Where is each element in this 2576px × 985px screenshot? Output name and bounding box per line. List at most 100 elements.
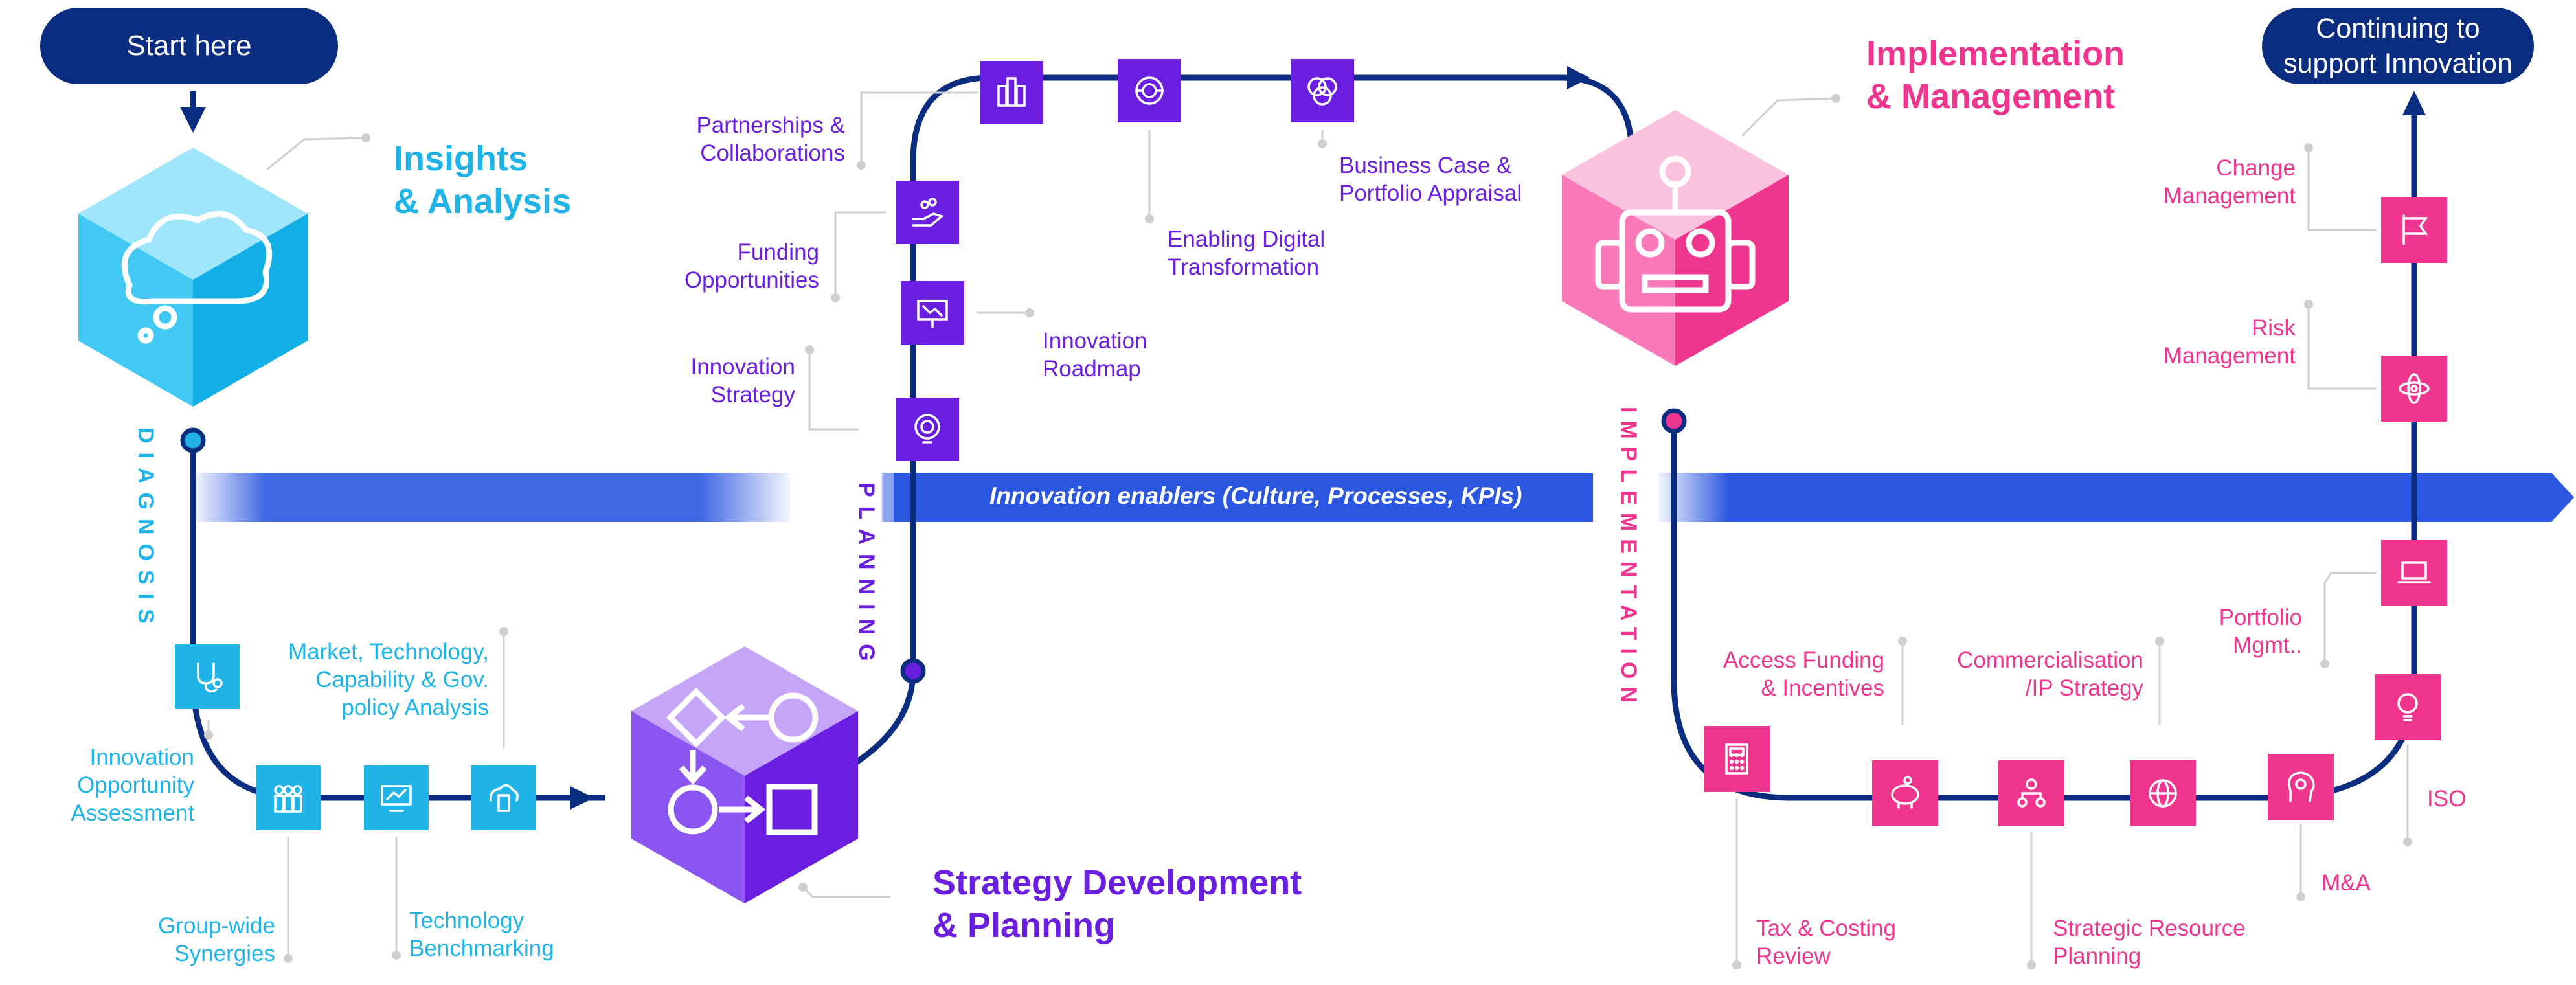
flag-icon	[2402, 214, 2428, 245]
planning-vertical-label: PLANNING	[854, 482, 879, 670]
thought-cloud-icon	[121, 210, 273, 344]
enabling-digital-transformation-label: Enabling Digital Transformation	[1168, 227, 1326, 280]
start-here-button[interactable]: Start here	[40, 8, 338, 84]
lightbulb-icon	[2397, 693, 2418, 721]
leader-dot	[2320, 659, 2329, 668]
strategy-planning-title: Strategy Development & Planning	[932, 863, 1302, 945]
target-bulb-icon	[914, 414, 940, 444]
leader-dot	[1145, 214, 1154, 223]
change-management-label: Change Management	[2163, 155, 2296, 209]
leader-dot	[857, 161, 866, 170]
innovation-opportunity-assessment-label: Innovation Opportunity Assessment	[71, 745, 194, 826]
innovation-strategy-label: Innovation Strategy	[690, 354, 795, 407]
implementation-cube	[1562, 110, 1789, 366]
leader-dot	[798, 883, 808, 892]
partnerships-collaborations-label: Partnerships & Collaborations	[696, 113, 845, 166]
funding-opportunities-step	[896, 181, 959, 244]
calculator-icon	[1725, 743, 1748, 775]
leader-dot	[392, 951, 401, 960]
step-tile	[1872, 760, 1938, 826]
leader-dot	[1318, 139, 1327, 148]
access-funding-incentives-step	[1872, 760, 1938, 826]
innovation-enablers-band	[194, 473, 2574, 522]
market-technology-capability-gov-policy-analysis-step	[471, 765, 536, 830]
org-chart-icon	[2017, 778, 2046, 808]
step-tile	[256, 765, 321, 830]
head-gears-icon	[2288, 771, 2315, 802]
leader-dot	[2304, 143, 2313, 152]
leader-line	[808, 350, 859, 431]
piggy-bank-icon	[1891, 776, 1919, 809]
business-case-portfolio-appraisal-step	[1291, 59, 1354, 122]
change-management-step	[2381, 197, 2447, 263]
circular-arrows-icon	[1135, 76, 1164, 105]
risk-management-step	[2381, 356, 2447, 422]
leader-line	[266, 137, 367, 171]
access-funding-incentives-label: Access Funding & Incentives	[1723, 648, 1884, 701]
step-tile	[175, 644, 240, 709]
venn-circles-icon	[1307, 77, 1337, 106]
strategic-resource-planning-label: Strategic Resource Planning	[2053, 916, 2246, 969]
innovation-strategy-step	[896, 398, 959, 461]
strategic-resource-planning-step	[1998, 760, 2064, 826]
hand-money-icon	[912, 198, 944, 227]
leader-line	[860, 91, 978, 165]
implementation-management-title: Implementation & Management	[1866, 34, 2125, 116]
group-wide-synergies-label: Group-wide Synergies	[158, 913, 275, 966]
monitor-chart-icon	[381, 785, 412, 812]
tax-costing-review-step	[1704, 726, 1770, 792]
innovation-enablers-label: Innovation enablers (Culture, Processes,…	[989, 482, 1522, 509]
team-icon	[274, 785, 302, 813]
innovation-roadmap-label: Innovation Roadmap	[1043, 328, 1147, 381]
risk-management-label: Risk Management	[2163, 315, 2296, 368]
leader-dot	[204, 730, 213, 740]
diagnosis-arrow-icon	[570, 786, 594, 810]
leader-dot	[2155, 637, 2164, 646]
portfolio-mgmt-step	[2381, 540, 2447, 606]
implementation-node	[1661, 408, 1687, 434]
commercialisation-ip-strategy-label: Commercialisation /IP Strategy	[1957, 648, 2143, 701]
step-tile	[2381, 197, 2447, 263]
leader-dot	[831, 293, 840, 302]
leader-line	[2307, 148, 2377, 231]
leader-dot	[284, 954, 293, 963]
leader-line	[2307, 304, 2377, 390]
presentation-board-icon	[917, 300, 948, 328]
iso-step	[2375, 674, 2441, 740]
leader-dot	[361, 133, 370, 142]
partnerships-collaborations-step	[980, 61, 1043, 124]
continue-support-innovation-badge: Continuing to support Innovation	[2262, 8, 2534, 84]
step-tile	[2381, 540, 2447, 606]
leader-dot	[1831, 94, 1840, 103]
planning-arrow-icon	[1567, 66, 1590, 89]
technology-benchmarking-label: Technology Benchmarking	[409, 908, 554, 961]
buildings-icon	[997, 77, 1026, 107]
diagnosis-vertical-label: DIAGNOSIS	[133, 427, 158, 633]
step-tile	[1118, 59, 1181, 122]
leader-dot	[2296, 892, 2305, 901]
planning-node	[900, 658, 926, 684]
iso-label: ISO	[2427, 786, 2467, 811]
diagnosis-node	[180, 427, 206, 453]
leader-line	[802, 886, 890, 898]
leader-dot	[499, 627, 508, 636]
stethoscope-icon	[197, 662, 223, 693]
business-case-appraisal-label: Business Case & Portfolio Appraisal	[1339, 153, 1522, 206]
step-tile	[896, 181, 959, 244]
leader-dot	[805, 345, 814, 354]
commercialisation-ip-strategy-step	[2130, 760, 2196, 826]
step-tile	[471, 765, 536, 830]
technology-benchmarking-step	[364, 765, 429, 830]
leader-dot	[2403, 837, 2412, 846]
start-arrow-icon	[180, 107, 206, 133]
step-tile	[2268, 754, 2334, 820]
leader-line	[2323, 572, 2377, 664]
step-tile	[980, 61, 1043, 124]
step-tile	[1704, 726, 1770, 792]
insights-cube	[78, 148, 308, 407]
innovation-roadmap-step	[901, 281, 964, 345]
laptop-icon	[2397, 561, 2431, 583]
flowchart-icon	[666, 687, 819, 835]
end-arrow-icon	[2402, 91, 2426, 115]
